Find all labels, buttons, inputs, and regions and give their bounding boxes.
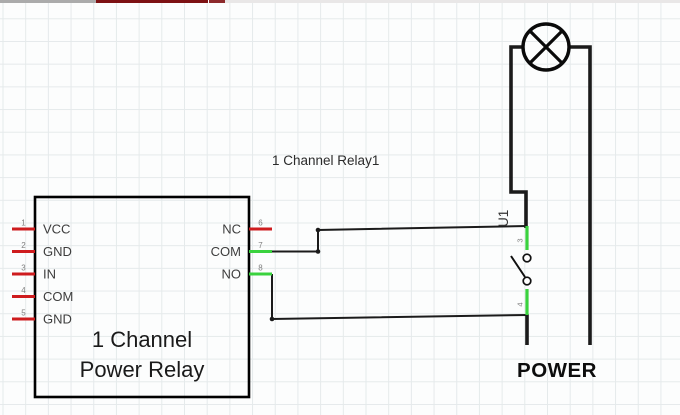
wire-lamp-left-lead[interactable] xyxy=(509,45,528,228)
relay-pin-number-8: 8 xyxy=(258,264,263,273)
wire-bend-dot[interactable] xyxy=(315,227,321,233)
relay-pin-label-7: COM xyxy=(211,244,241,259)
switch-pin-number-3: 3 xyxy=(516,238,525,242)
lamp-component[interactable] xyxy=(521,22,571,72)
switch-contact-2 xyxy=(522,276,532,286)
relay-pin-number-6: 6 xyxy=(258,219,263,228)
progress-segment-remaining xyxy=(225,0,680,3)
wire-bend-dot[interactable] xyxy=(315,249,321,254)
wire-relay-com-to-switch[interactable] xyxy=(272,225,528,253)
relay-title-line1: 1 Channel xyxy=(92,327,192,352)
relay-pin-label-5: GND xyxy=(43,312,72,327)
relay-title-line2: Power Relay xyxy=(80,357,205,382)
switch-contact-1 xyxy=(522,253,532,263)
progress-segment-watched-red xyxy=(96,0,208,3)
relay-pin-label-8: NO xyxy=(222,267,242,282)
progress-segment-watched-red-2 xyxy=(209,0,225,3)
relay-pin-label-6: NC xyxy=(222,222,241,237)
lamp-circle-icon xyxy=(521,22,571,72)
relay-pin-label-1: VCC xyxy=(43,222,70,237)
video-progress-bar[interactable] xyxy=(0,0,680,3)
wire-bend-dot[interactable] xyxy=(269,316,275,322)
relay-pin-number-2: 2 xyxy=(21,241,26,250)
power-switch-component[interactable]: 34 xyxy=(510,226,532,315)
relay-name-label[interactable]: 1 Channel Relay1 xyxy=(272,153,379,168)
relay-pin-number-1: 1 xyxy=(21,219,26,228)
progress-segment-left-gray xyxy=(0,0,96,3)
power-label[interactable]: POWER xyxy=(517,359,597,382)
lamp-x-stroke-2 xyxy=(528,29,564,65)
wire-lamp-right-lead[interactable] xyxy=(568,45,592,345)
switch-ref-label[interactable]: U1 xyxy=(496,210,511,227)
relay-pin-label-3: IN xyxy=(43,267,56,282)
switch-pin-number-4: 4 xyxy=(516,302,525,306)
relay-pin-label-4: COM xyxy=(43,289,73,304)
relay-pin-number-7: 7 xyxy=(258,241,263,250)
switch-lever[interactable] xyxy=(510,255,526,278)
wire-relay-no-to-switch[interactable] xyxy=(271,274,528,321)
relay-pin-number-3: 3 xyxy=(21,264,26,273)
relay-pin-label-2: GND xyxy=(43,244,72,259)
relay-pin-number-4: 4 xyxy=(21,286,26,295)
relay-pin-number-5: 5 xyxy=(21,309,26,318)
